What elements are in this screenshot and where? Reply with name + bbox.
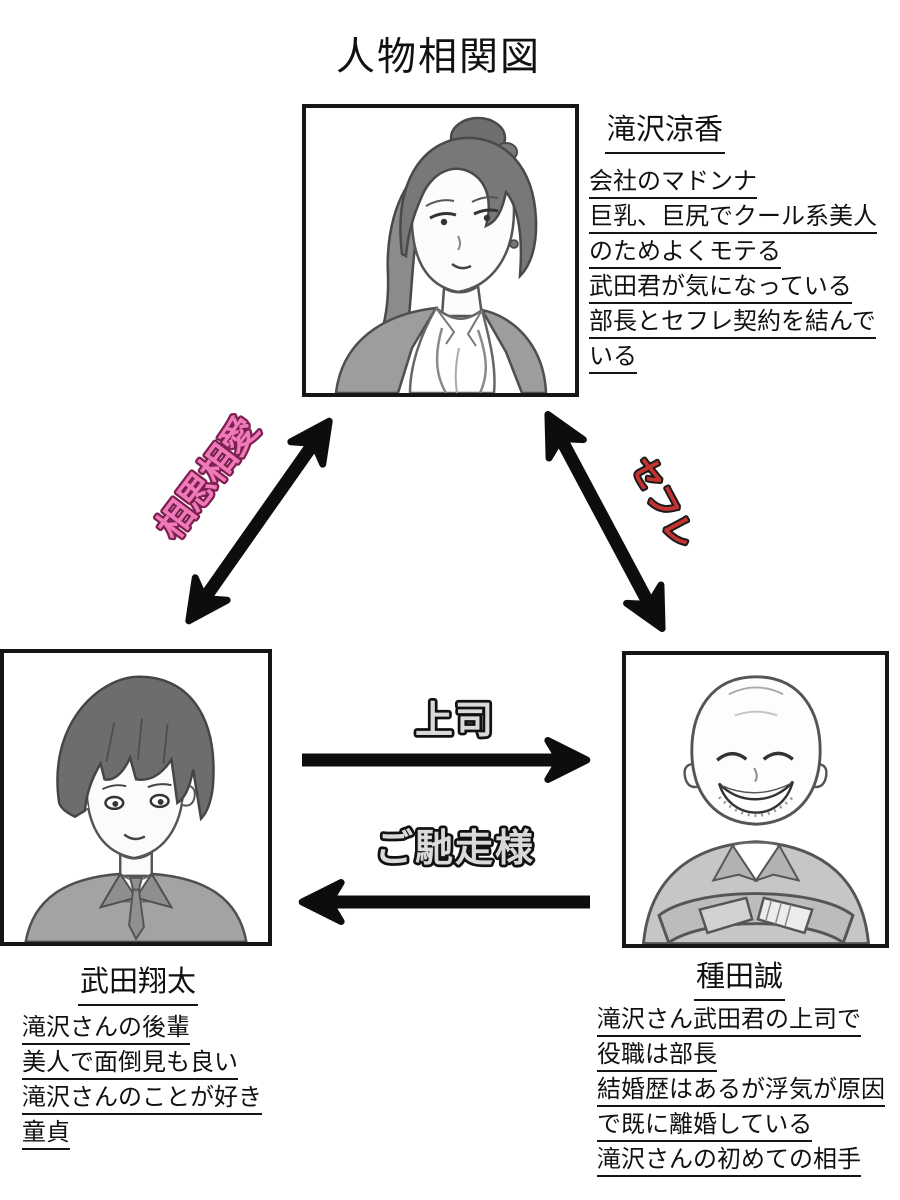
takizawa-portrait-box (302, 104, 579, 397)
takizawa-name: 滝沢涼香 (605, 106, 726, 154)
taneda-portrait-box (622, 651, 889, 948)
taneda-portrait-illustration (641, 675, 871, 944)
description-line: 巨乳、巨尻でクール系美人 (589, 203, 877, 234)
mutual-love-double-arrow (185, 417, 333, 625)
description-line: 童貞 (22, 1119, 70, 1150)
sefure-label: セフレ (624, 450, 703, 555)
page-title: 人物相関図 (336, 36, 542, 79)
description-line: 滝沢さん武田君の上司で (597, 1006, 861, 1037)
taneda-name: 種田誠 (694, 953, 786, 1001)
description-line: いる (589, 343, 637, 374)
taneda-description: 滝沢さん武田君の上司で 役職は部長 結婚歴はあるが浮気が原因 で既に離婚している… (597, 1006, 885, 1181)
description-line: 滝沢さんのことが好き (22, 1084, 262, 1115)
description-line: 武田君が気になっている (589, 273, 852, 304)
gochisousama-label: ご馳走様 (375, 828, 535, 870)
description-line: のためよくモテる (589, 238, 781, 269)
description-line: 美人で面倒見も良い (22, 1049, 238, 1080)
takizawa-description: 会社のマドンナ 巨乳、巨尻でクール系美人 のためよくモテる 武田君が気になってい… (589, 168, 877, 378)
sefure-double-arrow (544, 410, 666, 633)
description-line: 滝沢さんの後輩 (22, 1014, 190, 1045)
description-line: で既に離婚している (597, 1111, 813, 1142)
description-line: 会社のマドンナ (589, 168, 757, 199)
description-line: 結婚歴はあるが浮気が原因 (597, 1076, 885, 1107)
description-line: 滝沢さんの初めての相手 (597, 1146, 861, 1177)
takeda-portrait-illustration (24, 675, 248, 942)
takeda-description: 滝沢さんの後輩 美人で面倒見も良い 滝沢さんのことが好き 童貞 (22, 1014, 262, 1154)
boss-label: 上司 (415, 700, 495, 742)
description-line: 部長とセフレ契約を結んで (589, 308, 876, 339)
takizawa-portrait-illustration (334, 116, 548, 393)
mutual-love-label: 相思相愛 (149, 409, 267, 546)
takeda-name: 武田翔太 (78, 958, 199, 1006)
takeda-portrait-box (0, 649, 272, 946)
description-line: 役職は部長 (597, 1041, 717, 1072)
